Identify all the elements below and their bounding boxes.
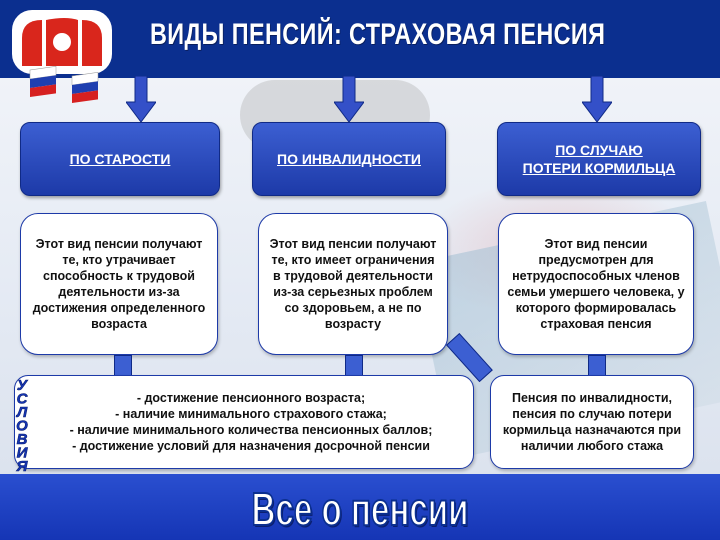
description-old-age: Этот вид пенсии получают те, кто утрачив… xyxy=(20,213,218,355)
condition-item: - наличие минимального количества пенсио… xyxy=(69,423,433,437)
footer-bar xyxy=(0,474,720,540)
header-bar xyxy=(0,0,720,78)
category-disability: ПО ИНВАЛИДНОСТИ xyxy=(252,122,446,196)
condition-item: - наличие минимального страхового стажа; xyxy=(115,407,387,421)
category-old-age: ПО СТАРОСТИ xyxy=(20,122,220,196)
category-label: ПО ИНВАЛИДНОСТИ xyxy=(277,151,421,167)
category-label: ПО СЛУЧАЮ ПОТЕРИ КОРМИЛЬЦА xyxy=(522,142,676,176)
connector xyxy=(345,355,363,377)
footer-title: Все о пенсии xyxy=(251,483,469,535)
note-text: Пенсия по инвалидности, пенсия по случаю… xyxy=(502,391,682,453)
arrow-down-icon xyxy=(126,76,156,122)
arrow-down-icon xyxy=(582,76,612,122)
category-survivor: ПО СЛУЧАЮ ПОТЕРИ КОРМИЛЬЦА xyxy=(497,122,701,196)
category-label: ПО СТАРОСТИ xyxy=(69,151,171,167)
page-title: ВИДЫ ПЕНСИЙ: СТРАХОВАЯ ПЕНСИЯ xyxy=(150,18,606,51)
condition-item: - достижение условий для назначения доср… xyxy=(72,439,430,453)
description-text: Этот вид пенсии получают те, кто имеет о… xyxy=(269,237,437,331)
description-text: Этот вид пенсии получают те, кто утрачив… xyxy=(32,237,206,331)
note-box: Пенсия по инвалидности, пенсия по случаю… xyxy=(490,375,694,469)
connector xyxy=(114,355,132,377)
description-survivor: Этот вид пенсии предусмотрен для нетрудо… xyxy=(498,213,694,355)
condition-item: - достижение пенсионного возраста; xyxy=(136,391,366,405)
pfr-logo-icon xyxy=(12,10,112,103)
description-disability: Этот вид пенсии получают те, кто имеет о… xyxy=(258,213,448,355)
conditions-box: - достижение пенсионного возраста; - нал… xyxy=(14,375,474,469)
arrow-down-icon xyxy=(334,76,364,122)
description-text: Этот вид пенсии предусмотрен для нетрудо… xyxy=(507,237,685,331)
